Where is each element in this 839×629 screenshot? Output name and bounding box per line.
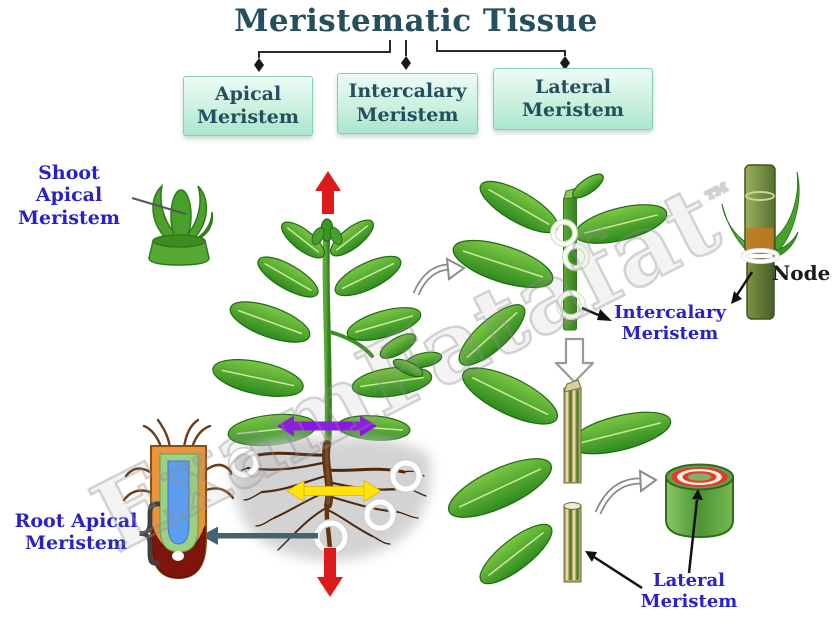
intercalary-pointer-arrow xyxy=(581,306,612,321)
box-intercalary-label: Intercalary Meristem xyxy=(348,80,467,126)
root-apical-brace: { xyxy=(132,489,167,572)
soil-and-roots-illustration xyxy=(229,437,432,561)
purple-lateral-arrow xyxy=(277,415,377,437)
node-pointer-arrow xyxy=(731,271,754,304)
box-apical-meristem: Apical Meristem xyxy=(183,76,313,136)
box-lateral-label: Lateral Meristem xyxy=(521,75,624,121)
shoot-apical-meristem-label: Shoot Apical Meristem xyxy=(17,162,120,229)
box-lateral-meristem: Lateral Meristem xyxy=(493,68,653,130)
lateral-meristem-label: Lateral Meristem xyxy=(640,570,738,613)
root-apical-meristem-label: Root Apical Meristem xyxy=(14,510,138,555)
red-up-arrow xyxy=(315,171,341,214)
cut-stem-illustration xyxy=(479,502,582,585)
red-down-arrow xyxy=(317,548,343,597)
lateral-pointer-arrows xyxy=(585,489,703,590)
diagram-title: Meristematic Tissue xyxy=(234,3,598,39)
slate-root-pointer-arrow xyxy=(201,526,318,545)
box-apical-label: Apical Meristem xyxy=(196,82,299,128)
shoot-apical-pointer-line xyxy=(131,197,187,215)
root-tip-illustration xyxy=(122,418,235,580)
center-plant-illustration xyxy=(212,218,443,449)
node-label: Node xyxy=(772,261,831,285)
leafy-stem-illustration xyxy=(448,367,672,518)
yellow-root-arrow xyxy=(286,479,382,503)
bamboo-node-illustration xyxy=(721,164,800,320)
shoot-apical-bud-illustration xyxy=(148,184,214,266)
down-outline-arrow xyxy=(554,337,595,384)
stem-cross-section-cylinder xyxy=(665,463,734,539)
intercalary-plant-illustration xyxy=(452,173,668,366)
curved-arrow-bottom xyxy=(594,469,658,515)
curved-arrow-top xyxy=(412,257,466,296)
intercalary-meristem-label: Intercalary Meristem xyxy=(614,302,726,345)
box-intercalary-meristem: Intercalary Meristem xyxy=(337,73,478,134)
connector-tree xyxy=(254,40,570,72)
